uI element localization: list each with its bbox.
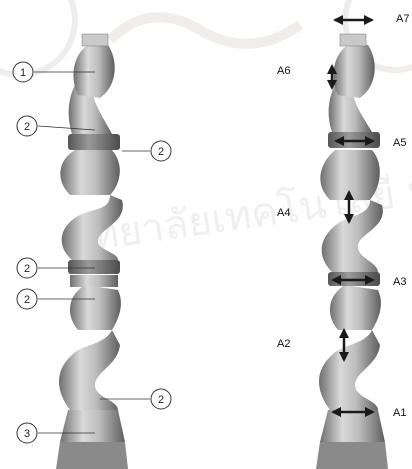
callout-3: 3 — [17, 423, 37, 443]
robot-base-foot — [316, 442, 388, 469]
svg-text:2: 2 — [24, 121, 30, 133]
axis-label-a1: A1 — [393, 407, 406, 419]
axis-label-a5: A5 — [393, 137, 406, 149]
robot-base — [320, 410, 385, 442]
callout-2-upper: 2 — [17, 116, 37, 136]
link-a1-a2 — [319, 330, 380, 410]
axis-label-a7: A7 — [396, 13, 409, 25]
link-a2-a3 — [330, 285, 381, 330]
joint-ring-a5 — [68, 134, 120, 150]
callout-2-a3: 2 — [17, 258, 37, 278]
axis-label-a3: A3 — [393, 276, 406, 288]
svg-text:3: 3 — [24, 428, 30, 440]
robot-head — [73, 45, 114, 98]
axis-label-a6: A6 — [277, 65, 290, 77]
robot-head — [333, 45, 374, 98]
svg-text:1: 1 — [20, 67, 26, 79]
flange — [82, 34, 108, 46]
link-a1-a2 — [59, 330, 120, 410]
callout-1: 1 — [13, 62, 33, 82]
link-a2-a3 — [70, 285, 121, 330]
robot-base-foot — [56, 442, 128, 469]
axis-label-a4: A4 — [277, 207, 290, 219]
link-a4-a5 — [60, 150, 120, 195]
robot-base — [60, 410, 125, 442]
joint-sleeve — [70, 275, 118, 287]
axis-label-a2: A2 — [277, 338, 290, 350]
svg-text:2: 2 — [24, 294, 30, 306]
right-robot-arm: A7 A6 A5 A4 A3 A2 A1 — [277, 13, 409, 469]
svg-text:2: 2 — [158, 394, 164, 406]
flange — [340, 34, 366, 46]
svg-text:2: 2 — [24, 263, 30, 275]
svg-text:2: 2 — [158, 146, 164, 158]
joint-ring-a3 — [68, 260, 120, 274]
callout-2-a5: 2 — [151, 141, 171, 161]
callout-2-base: 2 — [151, 389, 171, 409]
callout-2-lower: 2 — [17, 289, 37, 309]
